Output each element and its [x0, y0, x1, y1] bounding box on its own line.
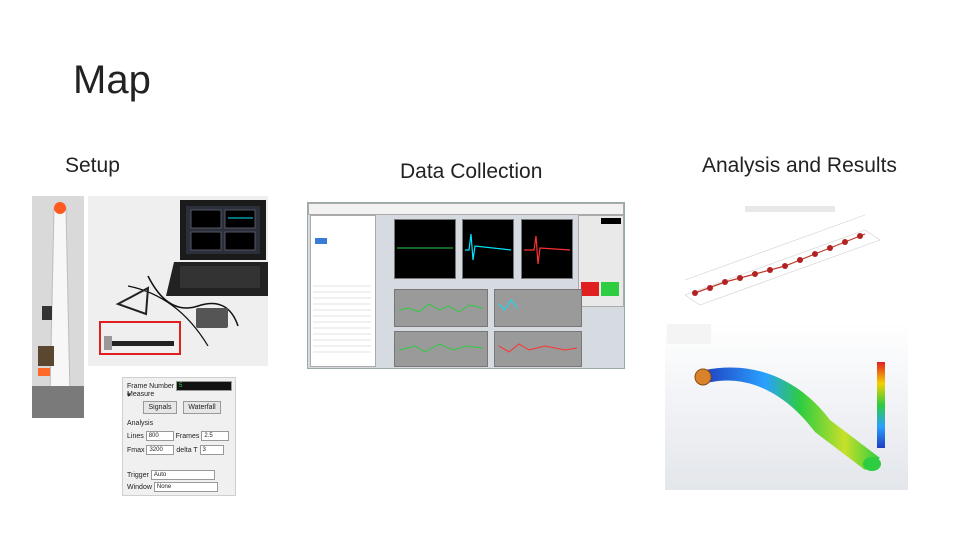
coherence-plot-1 [394, 331, 488, 367]
frf-plot-1 [394, 289, 488, 327]
time-plot-2 [462, 219, 514, 279]
coherence-plot-2 [494, 331, 582, 367]
data-collection-label: Data Collection [400, 160, 543, 183]
data-acquisition-screenshot [307, 202, 625, 369]
slide-title: Map [73, 58, 151, 102]
frame-number-field[interactable]: 5 [176, 381, 233, 391]
trigger-select[interactable]: Auto [150, 470, 215, 480]
acquisition-settings-panel: Frame Number 5 ▾ Measure Signals Waterfa… [122, 377, 236, 496]
window-label: Window [127, 483, 152, 491]
menu-bar [308, 203, 624, 215]
setup-label: Setup [65, 154, 120, 177]
trigger-label: Trigger [127, 471, 149, 479]
waterfall-button[interactable]: Waterfall [183, 401, 221, 414]
frf-plot-2 [494, 289, 582, 327]
window-select[interactable]: None [153, 482, 218, 492]
measure-label: Measure [127, 391, 155, 398]
time-plot-3 [521, 219, 573, 279]
frames-label: Frames [175, 432, 200, 440]
delta-t-label: delta T [176, 446, 198, 454]
analysis-results-label: Analysis and Results [702, 154, 897, 177]
chevron-down-icon[interactable]: ▾ [127, 392, 131, 399]
frame-number-label: Frame Number [127, 382, 175, 390]
mode-shape-plot [665, 200, 910, 315]
lines-select[interactable]: 800 [145, 431, 174, 441]
time-plot-1 [394, 219, 456, 279]
fmax-label: Fmax [127, 446, 145, 454]
test-setup-photo [88, 196, 268, 366]
signals-button[interactable]: Signals [143, 401, 177, 414]
rocket-photo [32, 196, 84, 418]
fea-contour-plot [665, 322, 908, 490]
lines-label: Lines [127, 432, 144, 440]
analysis-label: Analysis [127, 420, 154, 427]
delta-t-select[interactable]: 3 [199, 445, 224, 455]
channel-list [310, 215, 376, 367]
control-panel [578, 215, 624, 307]
fmax-select[interactable]: 3200 [146, 445, 175, 455]
frames-select[interactable]: 2.5 [201, 431, 230, 441]
